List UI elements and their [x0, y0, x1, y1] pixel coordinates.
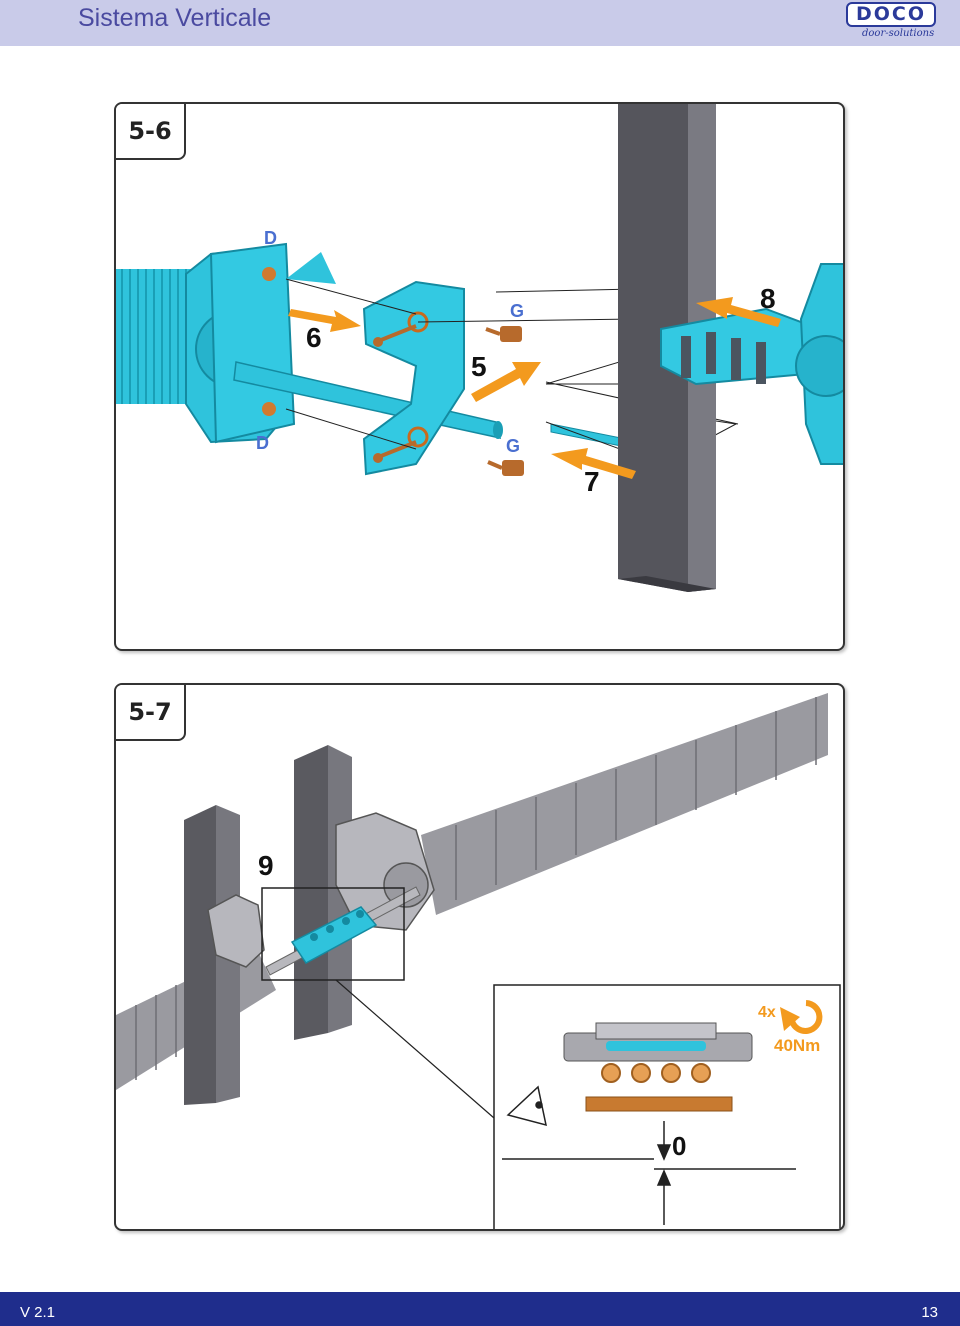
label-g-bottom: G	[506, 436, 520, 456]
logo-frame	[846, 2, 936, 27]
end-bearing-plate	[209, 242, 296, 444]
page-footer: V 2.1 13	[0, 1292, 960, 1326]
zoom-frame	[261, 887, 405, 981]
assembly-illustration-5-7: 9 4x 40Nm 0	[116, 693, 841, 1229]
arrow-6	[288, 309, 361, 332]
step-panel-5-6: 5-6	[114, 102, 845, 651]
assembly-illustration-5-6: D D G G 6 5 7 8	[116, 104, 843, 592]
bracket-left	[207, 894, 265, 968]
label-d-top: D	[264, 228, 277, 248]
torque-rotate-icon	[780, 1000, 823, 1034]
logo-tagline: door-solutions	[862, 28, 935, 39]
zoom-leader	[335, 979, 495, 1119]
bolt-quantity: 4x	[758, 1004, 776, 1021]
coupler-cyan	[290, 906, 378, 964]
bolt-head-bottom	[262, 402, 276, 416]
label-g-top: G	[510, 301, 524, 321]
page-number: 13	[921, 1304, 938, 1321]
label-d-bottom: D	[256, 433, 269, 453]
step-panel-5-7: 5-7	[114, 683, 845, 1231]
gap-value: 0	[672, 1131, 686, 1161]
version-label: V 2.1	[20, 1304, 56, 1321]
step-label: 5-6	[116, 104, 186, 160]
callout-9: 9	[258, 850, 274, 881]
orange-arrows	[288, 297, 781, 479]
callout-5: 5	[471, 351, 487, 382]
gap-measure	[502, 1121, 796, 1225]
shaft-end	[493, 421, 503, 439]
bolts-left	[373, 324, 417, 463]
drum-assembly-right	[660, 263, 843, 465]
nuts-g	[485, 326, 524, 476]
post-left	[184, 805, 240, 1105]
page-header: Sistema Verticale DOCO door-solutions	[0, 0, 960, 46]
bracket-hole-bottom	[407, 426, 429, 448]
arrow-5	[471, 362, 541, 402]
torque-value: 40Nm	[774, 1036, 820, 1055]
doco-logo: DOCO door-solutions	[846, 2, 938, 42]
torsion-spring-left	[116, 269, 191, 404]
step-label: 5-7	[116, 685, 186, 741]
arrow-8	[696, 297, 781, 327]
rotation-arrow	[286, 252, 336, 284]
detail-coupler	[563, 1022, 753, 1112]
arrow-7	[551, 448, 636, 479]
mounting-bracket	[362, 280, 465, 476]
logo-wordmark: DOCO	[855, 3, 927, 25]
callout-8: 8	[760, 283, 776, 314]
page-title: Sistema Verticale	[78, 4, 272, 32]
callout-6: 6	[306, 322, 322, 353]
callout-7: 7	[584, 466, 600, 497]
bolt-head-top	[262, 267, 276, 281]
eye-icon	[506, 1085, 547, 1127]
